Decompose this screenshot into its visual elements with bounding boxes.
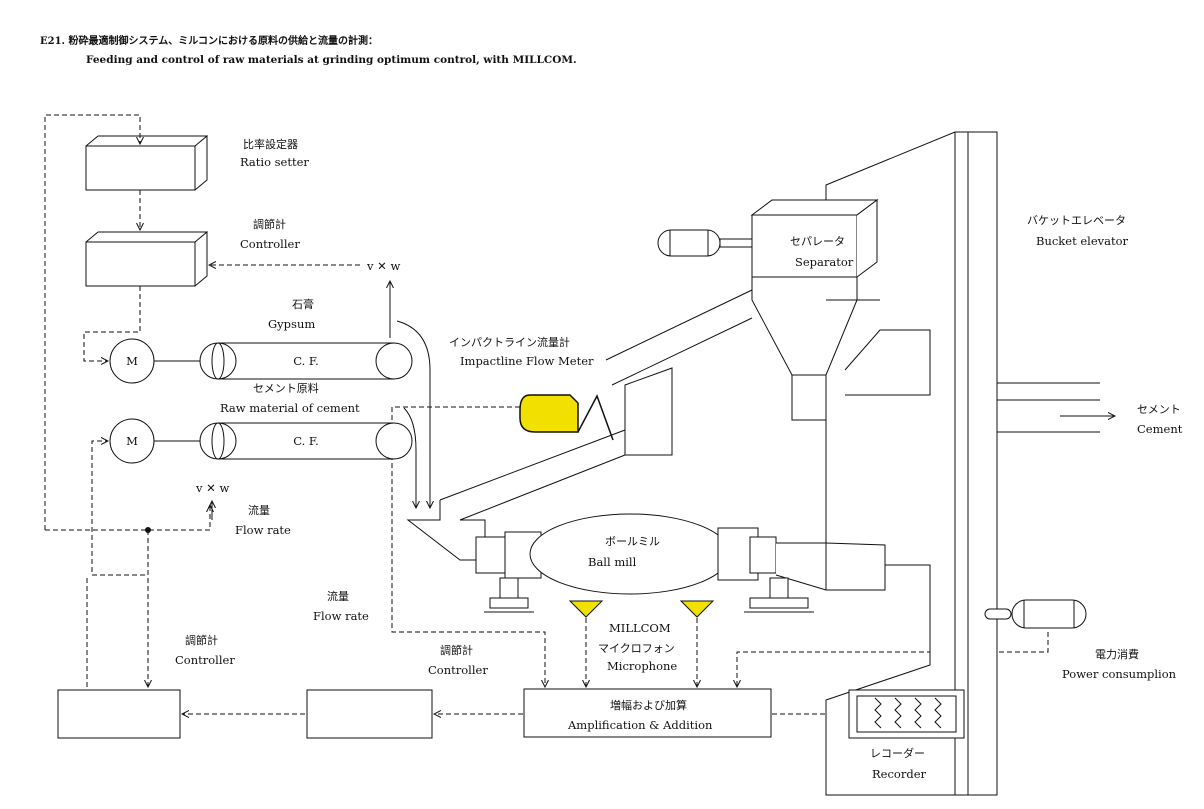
impactline-label-jp: インパクトライン流量計: [449, 335, 570, 349]
conveyor-bottom: [199, 422, 413, 460]
controller-label-en-bottom-left: Controller: [175, 653, 235, 667]
raw-material-label-jp: セメント原料: [253, 381, 319, 395]
controller-label-jp-bottom-left: 調節計: [185, 633, 218, 647]
raw-material-label-en: Raw material of cement: [220, 401, 360, 415]
ballmill-label-en: Ball mill: [588, 555, 637, 569]
flowrate-label-jp-left: 流量: [248, 503, 270, 517]
flowrate-label-jp-center: 流量: [327, 589, 349, 603]
junction-dot: [145, 527, 151, 533]
amplification-label-jp: 増幅および加算: [610, 698, 687, 712]
ratio-setter-label-jp: 比率設定器: [243, 137, 298, 151]
controller-box-top: [85, 230, 208, 287]
impactline-flow-meter-icon: [519, 394, 614, 441]
motor-top-label: M: [126, 354, 138, 368]
amplification-label-en: Amplification & Addition: [567, 718, 713, 732]
ballmill-label-jp: ボールミル: [605, 535, 660, 548]
vxw-label-bottom: v ✕ w: [195, 481, 229, 495]
controller-box-bottom-mid: [306, 689, 433, 739]
recorder-label-jp: レコーダー: [870, 746, 925, 760]
bucket-elevator-label-jp: バケットエレベータ: [1027, 214, 1126, 227]
microphone-label-jp: マイクロフォン: [598, 642, 675, 655]
separator-fan: [657, 229, 753, 257]
power-label-jp: 電力消費: [1095, 647, 1139, 661]
separator: [750, 199, 879, 421]
microphone-label-en: Microphone: [607, 659, 677, 673]
gypsum-label-en: Gypsum: [268, 317, 315, 331]
gypsum-label-jp: 石膏: [292, 297, 314, 311]
cement-label-en: Cement: [1137, 422, 1183, 436]
controller-to-motor-bottom-line: [91, 441, 149, 576]
microphone-icon-2: [679, 600, 715, 618]
motor-bottom-label: M: [126, 434, 138, 448]
controller-label-jp-top: 調節計: [253, 217, 286, 231]
recorder-box: [848, 689, 965, 739]
title-japanese: E21. 粉砕最適制御システム、ミルコンにおける原料の供給と流量の計測：: [40, 36, 379, 47]
flowrate-line: [45, 505, 210, 531]
conveyor-bottom-label: C. F.: [293, 434, 319, 448]
ratio-setter-box: [85, 134, 208, 191]
flowrate-label-en-center: Flow rate: [313, 609, 369, 623]
recorder-label-en: Recorder: [872, 767, 926, 781]
flowrate-label-en-left: Flow rate: [235, 523, 291, 537]
elevator-motor: [984, 599, 1087, 629]
ratio-setter-label-en: Ratio setter: [240, 155, 309, 169]
controller-label-en-top: Controller: [240, 237, 300, 251]
controller-box-bottom-left: [57, 689, 181, 739]
controller-label-jp-bottom-mid: 調節計: [440, 643, 473, 657]
controller-label-en-bottom-mid: Controller: [428, 663, 488, 677]
millcom-label: MILLCOM: [609, 621, 671, 635]
power-label-en: Power consumplion: [1062, 667, 1177, 681]
cement-label-jp: セメント: [1137, 403, 1181, 416]
separator-label-jp: セパレータ: [790, 235, 845, 248]
ratio-feedback-line: [44, 114, 140, 530]
microphone-icon-1: [568, 600, 604, 618]
ball-mill: [475, 513, 886, 595]
controller-to-motor-top-line: [83, 286, 141, 361]
vxw-label-top: v ✕ w: [366, 259, 400, 273]
separator-label-en: Separator: [795, 255, 854, 269]
conveyor-top: [199, 342, 413, 380]
conveyor-top-label: C. F.: [293, 354, 319, 368]
title-english: Feeding and control of raw materials at …: [86, 54, 577, 66]
impactline-label-en: Impactline Flow Meter: [460, 354, 594, 368]
amplification-box: [523, 688, 772, 738]
flowmeter-signal-line: [391, 406, 545, 687]
bucket-elevator-label-en: Bucket elevator: [1036, 234, 1129, 248]
power-signal-line: [737, 632, 1049, 687]
